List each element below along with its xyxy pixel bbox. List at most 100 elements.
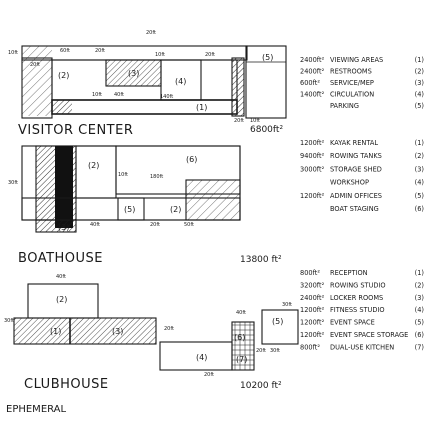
bh-label-3: (3) xyxy=(58,223,69,232)
visitor_center-program-area-2: 600ft² xyxy=(300,79,320,87)
clubhouse-program-name-6: DUAL-USE KITCHEN xyxy=(330,343,394,351)
clubhouse-program-area-2: 2400ft² xyxy=(300,294,325,302)
vc-dim-10: 10ft xyxy=(92,92,102,98)
bh-total-area: 13800 ft² xyxy=(240,255,282,265)
visitor_center-program-area-3: 1400ft² xyxy=(300,91,325,99)
visitor_center-program-area-0: 2400ft² xyxy=(300,56,325,64)
ch-dim-4: 40ft xyxy=(236,310,246,316)
boathouse-program-area-4: 1200ft² xyxy=(300,192,325,200)
boathouse-program-name-0: KAYAK RENTAL xyxy=(330,139,378,147)
boathouse-plan: (2) (6) (5) (2) (3) 30ft 10ft 180ft 40ft… xyxy=(8,145,282,266)
boathouse-program-num-2: (3) xyxy=(415,165,424,173)
boathouse-program-name-2: STORAGE SHED xyxy=(330,165,382,173)
vc-strip-hatch xyxy=(52,100,72,114)
ch-dim-3: 20ft xyxy=(164,326,174,332)
bh-dim-3: 180ft xyxy=(150,174,163,180)
visitor_center-program-name-2: SERVICE/MEP xyxy=(330,79,374,87)
vc-dim-12: 10ft xyxy=(250,118,260,124)
boathouse-program-name-5: BOAT STAGING xyxy=(330,205,379,213)
vc-dim-3: 60ft xyxy=(60,48,70,54)
ch-label-5: (5) xyxy=(272,317,283,326)
boathouse-program-num-3: (4) xyxy=(415,179,424,187)
boathouse-program-num-1: (2) xyxy=(415,152,424,160)
bh-dim-2: 10ft xyxy=(118,172,128,178)
clubhouse-program-num-2: (3) xyxy=(415,294,424,302)
ch-total-area: 10200 ft² xyxy=(240,381,282,391)
ch-dim-5: 20ft xyxy=(256,348,266,354)
visitor_center-program-name-0: VIEWING AREAS xyxy=(330,56,383,64)
bh-block-6 xyxy=(115,145,241,195)
vc-dim-11: 20ft xyxy=(234,118,244,124)
clubhouse-program: 800ft² RECEPTION (1) 3200ft² ROWING STUDIO (2… xyxy=(300,269,424,351)
vc-dim-8: 40ft xyxy=(114,92,124,98)
clubhouse-program-num-5: (6) xyxy=(415,331,424,339)
vc-viewing-strip xyxy=(51,99,238,115)
visitor_center-program-num-1: (2) xyxy=(415,68,424,76)
vc-label-5: (5) xyxy=(262,53,273,62)
vc-roof-hatch xyxy=(22,46,52,60)
vc-right-tower-hatch xyxy=(232,58,244,116)
vc-dim-2: 20ft xyxy=(30,62,40,68)
bh-staging-hatch xyxy=(186,180,240,220)
visitor_center-program-name-3: CIRCULATION xyxy=(330,91,374,99)
vc-dim-9: 140ft xyxy=(160,94,173,100)
vc-left-hatch xyxy=(22,60,52,116)
ch-subtitle: EPHEMERAL xyxy=(6,404,67,415)
clubhouse-program-name-3: FITNESS STUDIO xyxy=(330,306,385,314)
clubhouse-program-area-4: 1200ft² xyxy=(300,319,325,327)
vc-label-3: (3) xyxy=(128,69,139,78)
visitor_center-program-name-1: RESTROOMS xyxy=(330,68,372,76)
bh-label-2a: (2) xyxy=(88,161,99,170)
vc-dim-1: 10ft xyxy=(8,50,18,56)
clubhouse-program-num-6: (7) xyxy=(415,343,424,351)
ch-title: CLUBHOUSE xyxy=(24,377,109,392)
clubhouse-program-area-0: 800ft² xyxy=(300,269,320,277)
bh-dim-1: 30ft xyxy=(8,180,18,186)
bh-label-6: (6) xyxy=(186,155,197,164)
ch-main-hatch xyxy=(14,318,156,344)
clubhouse-program-name-1: ROWING STUDIO xyxy=(330,281,386,289)
vc-block-3-hatch xyxy=(106,60,161,86)
ch-dim-7: 20ft xyxy=(204,372,214,378)
ch-block-6-grid xyxy=(232,322,254,370)
bh-dark-core xyxy=(55,146,73,228)
bh-block-2 xyxy=(75,145,117,199)
ch-label-6: (6) xyxy=(234,333,245,342)
visitor_center-program-num-3: (4) xyxy=(415,91,424,99)
vc-dim-4: 20ft xyxy=(95,48,105,54)
ch-label-1: (1) xyxy=(50,327,61,336)
clubhouse-program-num-0: (1) xyxy=(415,269,424,277)
vc-dim-6: 10ft xyxy=(155,52,165,58)
visitor_center-program-num-0: (1) xyxy=(415,56,424,64)
ch-dim-1: 40ft xyxy=(56,274,66,280)
clubhouse-program-area-1: 3200ft² xyxy=(300,281,325,289)
vc-dim-7: 20ft xyxy=(205,52,215,58)
clubhouse-program-num-4: (5) xyxy=(415,319,424,327)
boathouse-program-name-3: WORKSHOP xyxy=(330,179,369,187)
clubhouse-program-area-6: 800ft² xyxy=(300,343,320,351)
clubhouse-program-area-3: 1200ft² xyxy=(300,306,325,314)
boathouse-program-num-0: (1) xyxy=(415,139,424,147)
ch-block-5 xyxy=(261,309,299,345)
boathouse-program-name-4: ADMIN OFFICES xyxy=(330,192,382,200)
clubhouse-plan: (2) (1) (3) (4) (5) (6) (7) 40ft 30ft 20… xyxy=(4,274,299,415)
clubhouse-program-name-5: EVENT SPACE STORAGE xyxy=(330,331,408,339)
clubhouse-program-num-1: (2) xyxy=(415,281,424,289)
visitor_center-program-name-4: PARKING xyxy=(330,102,359,110)
bh-block-5 xyxy=(117,197,145,221)
clubhouse-program-name-4: EVENT SPACE xyxy=(330,319,375,327)
clubhouse-program-area-5: 1200ft² xyxy=(300,331,325,339)
visitor_center-program-num-2: (3) xyxy=(415,79,424,87)
boathouse-program-area-2: 3000ft² xyxy=(300,165,325,173)
ch-label-3: (3) xyxy=(112,327,123,336)
vc-total-area: 6800ft² xyxy=(250,125,283,135)
bh-block-3-hatch xyxy=(36,220,76,232)
bh-title: BOATHOUSE xyxy=(18,251,103,266)
clubhouse-program-num-3: (4) xyxy=(415,306,424,314)
vc-dim-5: 20ft xyxy=(146,30,156,36)
ch-label-4: (4) xyxy=(196,353,207,362)
clubhouse-program-name-0: RECEPTION xyxy=(330,269,368,277)
boathouse-program-num-4: (5) xyxy=(415,192,424,200)
